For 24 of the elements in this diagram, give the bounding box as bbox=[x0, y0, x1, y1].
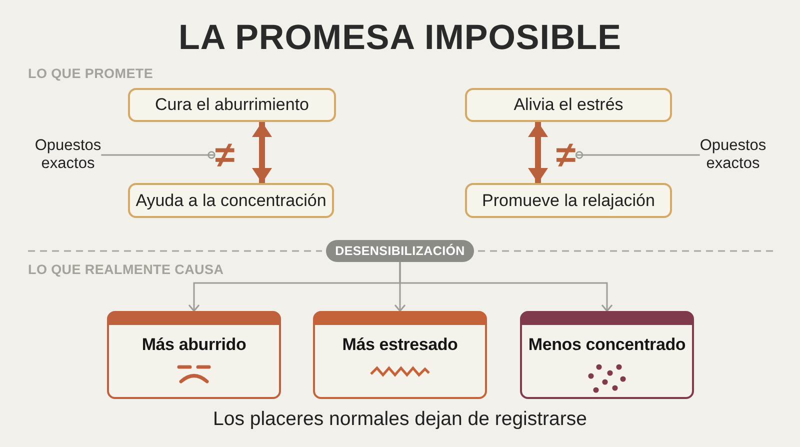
annotation-text: Opuestos exactos bbox=[700, 137, 766, 173]
cause-badge: DESENSIBILIZACIÓN bbox=[326, 240, 474, 262]
claim-box: Ayuda a la concentración bbox=[128, 183, 334, 218]
leader-line bbox=[101, 151, 216, 159]
annotation-text: Opuestos exactos bbox=[34, 137, 102, 173]
not-equal-sign: ≠ bbox=[556, 140, 576, 170]
claim-box: Alivia el estrés bbox=[465, 88, 672, 122]
section-label: LO QUE REALMENTE CAUSA bbox=[28, 262, 224, 277]
double-arrow bbox=[528, 122, 548, 183]
claim-box: Cura el aburrimiento bbox=[128, 88, 336, 122]
double-arrow bbox=[252, 122, 272, 183]
card-title: Más aburrido bbox=[142, 335, 246, 355]
effect-card bbox=[107, 311, 281, 399]
title: LA PROMESA IMPOSIBLE bbox=[178, 18, 622, 58]
arrow bbox=[399, 262, 613, 312]
card-title: Más estresado bbox=[342, 335, 458, 355]
leader-line bbox=[575, 151, 700, 159]
claim-box: Promueve la relajación bbox=[465, 183, 672, 218]
card-title: Menos concentrado bbox=[528, 335, 686, 355]
not-equal-sign: ≠ bbox=[215, 140, 235, 170]
effect-card bbox=[313, 311, 487, 399]
effect-card bbox=[520, 311, 694, 399]
caption: Los placeres normales dejan de registrarse bbox=[213, 408, 587, 431]
section-label: LO QUE PROMETE bbox=[28, 66, 154, 81]
